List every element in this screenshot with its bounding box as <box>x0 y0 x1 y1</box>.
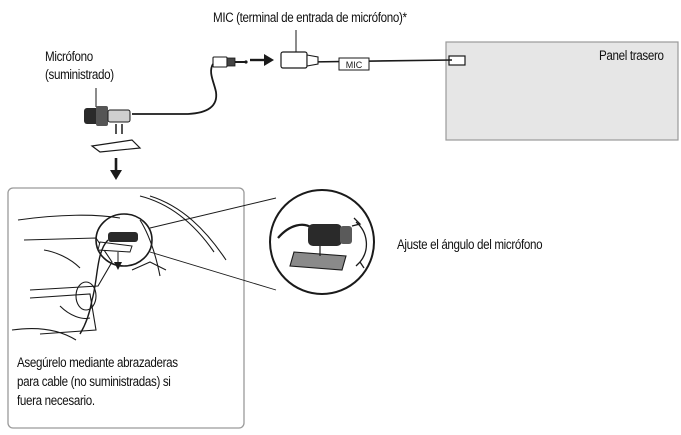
microphone-cable <box>132 63 218 115</box>
zoom-line-top <box>149 197 277 229</box>
mic-cable-tag: MIC <box>338 57 370 71</box>
mounted-microphone <box>97 232 138 270</box>
secure-note-line2: para cable (no suministradas) si <box>17 374 171 389</box>
secure-note-line3: fuera necesario. <box>17 393 95 408</box>
microphone-label-line1: Micrófono <box>45 49 93 64</box>
secure-note-line1: Asegúrelo mediante abrazaderas <box>17 355 178 370</box>
connect-arrow <box>250 54 274 66</box>
rear-panel <box>445 41 679 141</box>
extension-cable <box>307 59 453 63</box>
rear-panel-label: Panel trasero <box>599 48 664 63</box>
microphone-clip <box>90 139 142 153</box>
mic-plug <box>212 56 248 68</box>
zoom-microphone <box>277 223 352 271</box>
down-arrow <box>110 158 122 180</box>
rotate-arrow-icon <box>351 217 367 269</box>
microphone <box>84 106 131 134</box>
mic-terminal-label: MIC (terminal de entrada de micrófono)* <box>213 10 407 25</box>
inset-zoom-circle <box>95 213 153 267</box>
female-connector <box>280 51 319 69</box>
microphone-label-line2: (suministrado) <box>45 67 114 82</box>
dashboard-inset <box>7 187 245 429</box>
adjust-angle-label: Ajuste el ángulo del micrófono <box>397 237 543 252</box>
cable-route <box>79 239 109 335</box>
zoom-line-bottom <box>149 251 277 291</box>
mic-cable-tag-text: MIC <box>346 60 363 70</box>
